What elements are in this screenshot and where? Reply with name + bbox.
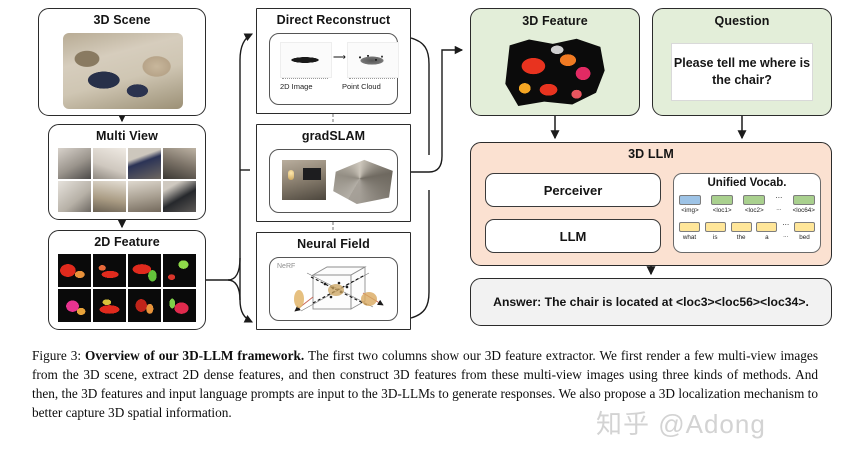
panel-3d-llm: 3D LLM Perceiver LLM Unified Vocab. <img…: [470, 142, 832, 266]
figure-caption: Figure 3: Overview of our 3D-LLM framewo…: [32, 346, 818, 422]
vocab-token-a[interactable]: a: [756, 222, 778, 241]
gradslam-lamp-shape: [288, 170, 294, 180]
panel-2d-feature: 2D Feature: [48, 230, 206, 330]
vocab-loc-token-row: <img> <loc1> <loc2> ⋯ ... <loc64>: [679, 195, 815, 214]
panel-2d-feature-title: 2D Feature: [94, 235, 160, 249]
panel-3d-scene-title: 3D Scene: [93, 13, 151, 27]
unified-vocab-panel: Unified Vocab. <img> <loc1> <loc2> ⋯ ...…: [673, 173, 821, 253]
neural-field-illustration: NeRF: [269, 257, 398, 321]
3d-scene-thumbnail: [63, 33, 183, 109]
panel-direct-reconstruct-title: Direct Reconstruct: [276, 13, 391, 27]
panel-direct-reconstruct: Direct Reconstruct ⟶ 2D Image Point Clou…: [256, 8, 411, 114]
panel-multi-view-title: Multi View: [96, 129, 158, 143]
figure-caption-body: The first two columns show our 3D featur…: [32, 348, 818, 420]
unified-vocab-title: Unified Vocab.: [707, 177, 787, 189]
panel-3d-feature: 3D Feature: [470, 8, 640, 116]
sublabel-2d-image: 2D Image: [280, 82, 313, 91]
panel-3d-scene: 3D Scene: [38, 8, 206, 116]
question-text: Please tell me where is the chair?: [671, 43, 813, 101]
panel-gradslam-title: gradSLAM: [301, 129, 366, 143]
2d-image-shape: [286, 56, 324, 64]
vocab-word-token-row: what is the a ⋯ ... bed: [679, 222, 815, 241]
3d-feature-pointcloud: [505, 38, 605, 107]
2d-feature-thumbnail-grid: [58, 254, 196, 322]
vocab-token-bed[interactable]: bed: [793, 222, 815, 241]
vocab-token-loc1[interactable]: <loc1>: [711, 195, 734, 214]
right-arrow-icon: ⟶: [333, 52, 346, 62]
panel-neural-field-title: Neural Field: [297, 237, 370, 251]
panel-multi-view: Multi View: [48, 124, 206, 220]
vocab-token-what[interactable]: what: [679, 222, 700, 241]
panel-question: Question Please tell me where is the cha…: [652, 8, 832, 116]
vocab-token-is[interactable]: is: [704, 222, 726, 241]
perceiver-label: Perceiver: [543, 182, 603, 198]
figure-bold-title: Overview of our 3D-LLM framework.: [85, 348, 305, 363]
vocab-token-img[interactable]: <img>: [679, 195, 701, 214]
perceiver-module[interactable]: Perceiver: [485, 173, 661, 207]
sublabel-point-cloud: Point Cloud: [342, 82, 381, 91]
point-cloud-shape: [352, 51, 392, 67]
panel-gradslam: gradSLAM: [256, 124, 411, 222]
llm-label: LLM: [559, 228, 587, 244]
vocab-token-loc-ellipsis: ⋯ ...: [775, 195, 783, 212]
nerf-cube-diagram: [294, 266, 384, 312]
gradslam-rgb-frame: [282, 160, 326, 200]
gradslam-illustration: [269, 149, 398, 213]
sublabel-nerf: NeRF: [277, 263, 296, 270]
vocab-token-loc64[interactable]: <loc64>: [793, 195, 815, 214]
answer-text: Answer: The chair is located at <loc3><l…: [493, 295, 809, 309]
panel-question-title: Question: [714, 14, 770, 28]
vocab-token-loc2[interactable]: <loc2>: [743, 195, 766, 214]
panel-answer: Answer: The chair is located at <loc3><l…: [470, 278, 832, 326]
llm-module[interactable]: LLM: [485, 219, 661, 253]
figure-label: Figure 3:: [32, 348, 82, 363]
panel-3d-llm-title: 3D LLM: [628, 147, 674, 161]
gradslam-reconstruction: [333, 159, 393, 204]
gradslam-tv-shape: [303, 168, 321, 180]
multi-view-thumbnail-grid: [58, 148, 196, 212]
panel-3d-feature-title: 3D Feature: [522, 14, 588, 28]
panel-neural-field: Neural Field NeRF: [256, 232, 411, 330]
vocab-token-the[interactable]: the: [730, 222, 752, 241]
direct-reconstruct-illustration: ⟶ 2D Image Point Cloud: [269, 33, 399, 105]
vocab-token-word-ellipsis: ⋯ ...: [782, 222, 790, 239]
